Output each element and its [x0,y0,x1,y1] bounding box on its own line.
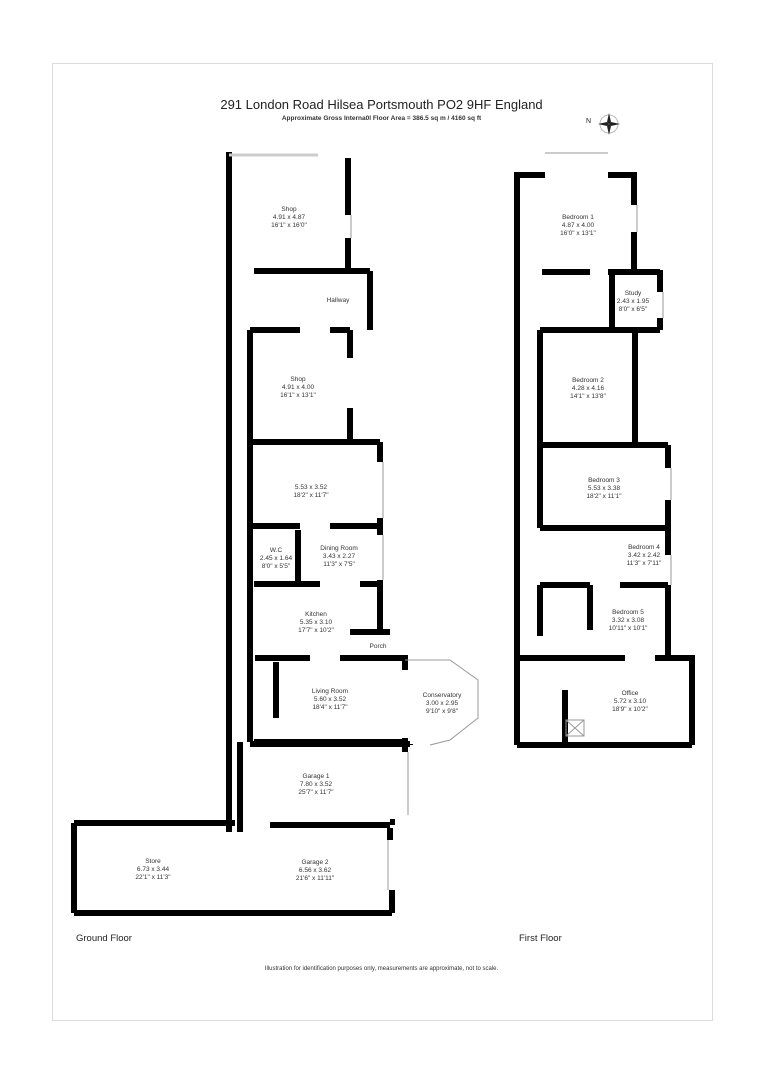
room-label-bedroom-3: Bedroom 3 [588,477,620,484]
svg-text:16'1" x 16'0": 16'1" x 16'0" [271,222,307,229]
svg-text:17'7" x 10'2": 17'7" x 10'2" [298,627,334,634]
compass-rose-icon: N [586,112,626,136]
room-label-store: Store [145,858,161,865]
property-address-title: 291 London Road Hilsea Portsmouth PO2 9H… [220,97,543,112]
svg-text:8'0" x 6'5": 8'0" x 6'5" [619,306,648,313]
room-label-shop-1-name: Shop [281,206,297,213]
room-label-living-room: Living Room [312,688,348,695]
svg-text:4.87 x 4.00: 4.87 x 4.00 [562,222,595,229]
svg-text:6.56 x 3.62: 6.56 x 3.62 [299,867,332,874]
svg-text:3.42 x 2.42: 3.42 x 2.42 [628,552,661,559]
room-label-hallway: Hallway [327,297,351,304]
svg-text:5.53 x 3.38: 5.53 x 3.38 [588,485,621,492]
svg-text:16'1" x 13'1": 16'1" x 13'1" [280,392,316,399]
room-label-bedroom-4: Bedroom 4 [628,544,660,551]
svg-text:18'4" x 11'7": 18'4" x 11'7" [312,704,348,711]
svg-text:25'7" x 11'7": 25'7" x 11'7" [298,789,334,796]
ground-floor-room-labels: Shop 4.91 x 4.87 16'1" x 16'0" Hallway S… [135,206,462,882]
svg-text:9'10" x 9'8": 9'10" x 9'8" [426,708,459,715]
svg-text:4.91 x 4.87: 4.91 x 4.87 [273,214,306,221]
svg-text:18'9" x 10'2": 18'9" x 10'2" [612,706,648,713]
ground-floor-plan [71,152,413,916]
svg-text:5.35 x 3.10: 5.35 x 3.10 [300,619,333,626]
room-label-porch: Porch [370,643,387,650]
svg-text:10'11" x 10'1": 10'11" x 10'1" [609,625,648,632]
svg-text:3.43 x 2.27: 3.43 x 2.27 [323,553,356,560]
svg-text:4.91 x 4.00: 4.91 x 4.00 [282,384,315,391]
room-label-bedroom-1: Bedroom 1 [562,214,594,221]
svg-text:14'1" x 13'8": 14'1" x 13'8" [570,393,606,400]
svg-text:3.32 x 3.08: 3.32 x 3.08 [612,617,645,624]
svg-text:3.00 x 2.95: 3.00 x 2.95 [426,700,459,707]
svg-text:22'1" x 11'3": 22'1" x 11'3" [135,874,171,881]
svg-text:18'2" x 11'7": 18'2" x 11'7" [293,492,329,499]
room-label-wc: W.C [270,547,283,554]
disclaimer-text: Illustration for identification purposes… [264,966,499,972]
room-label-kitchen: Kitchen [305,611,327,618]
svg-text:2.43 x 1.95: 2.43 x 1.95 [617,298,650,305]
svg-text:11'3" x 7'5": 11'3" x 7'5" [323,561,355,568]
svg-text:16'0" x 13'1": 16'0" x 13'1" [560,230,596,237]
first-floor-label: First Floor [519,933,562,944]
svg-text:2.45 x 1.64: 2.45 x 1.64 [260,555,293,562]
svg-text:6.73 x 3.44: 6.73 x 3.44 [137,866,170,873]
room-label-unnamed-room: 5.53 x 3.52 [295,484,328,491]
room-label-dining-room: Dining Room [320,545,358,552]
svg-text:18'2" x 11'1": 18'2" x 11'1" [586,493,622,500]
ground-floor-label: Ground Floor [76,933,132,944]
room-label-bedroom-5: Bedroom 5 [612,609,644,616]
room-label-shop-2-name: Shop [290,376,306,383]
room-label-conservatory: Conservatory [423,692,462,699]
room-label-garage-2: Garage 2 [301,859,328,866]
svg-text:7.80 x 3.52: 7.80 x 3.52 [300,781,333,788]
svg-text:5.60 x 3.52: 5.60 x 3.52 [314,696,347,703]
room-label-bedroom-2: Bedroom 2 [572,377,604,384]
svg-text:11'3" x 7'11": 11'3" x 7'11" [627,560,662,567]
floor-area-subtitle: Approximate Gross Interna0l Floor Area =… [281,115,482,122]
svg-text:8'0" x 5'5": 8'0" x 5'5" [262,563,291,570]
room-label-garage-1: Garage 1 [302,773,329,780]
room-label-office: Office [622,690,639,697]
svg-text:4.28 x 4.16: 4.28 x 4.16 [572,385,605,392]
first-floor-room-labels: Bedroom 1 4.87 x 4.00 16'0" x 13'1" Stud… [560,214,662,713]
first-floor-plan [514,172,695,748]
svg-text:21'6" x 11'11": 21'6" x 11'11" [296,875,335,882]
svg-text:5.72 x 3.10: 5.72 x 3.10 [614,698,647,705]
room-label-study: Study [625,290,642,297]
compass-north-label: N [586,118,592,125]
